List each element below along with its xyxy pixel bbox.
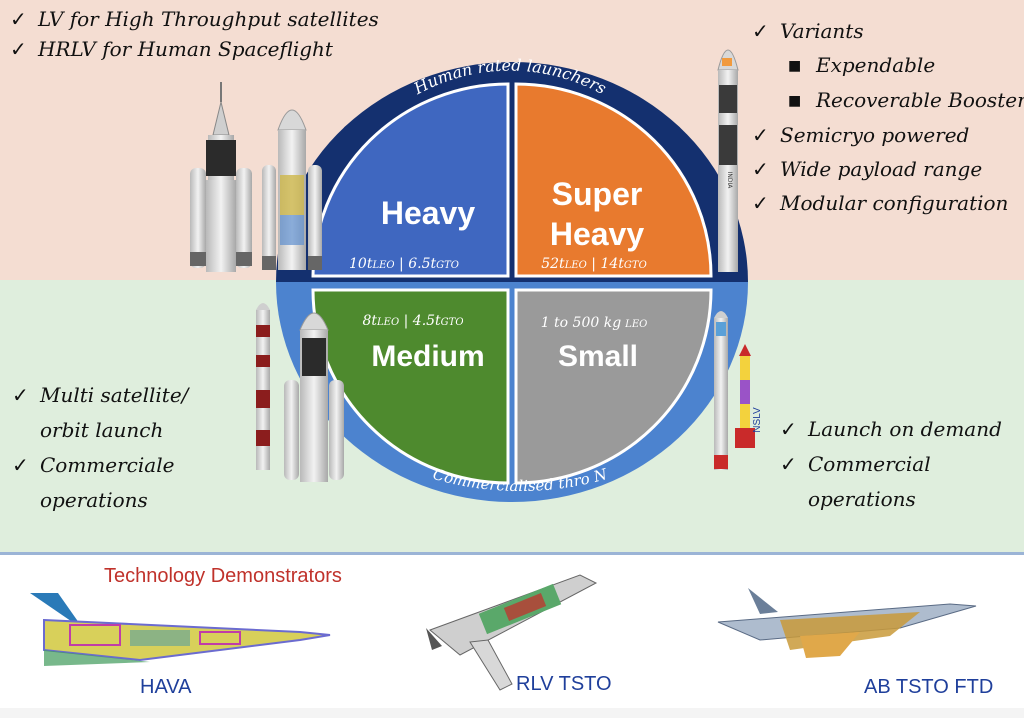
super-heavy-launcher-illustration: INDIA xyxy=(717,49,739,272)
check-icon: ✓ xyxy=(780,452,797,476)
list-item: ✓Modular configuration xyxy=(752,186,1024,220)
list-item: ✓Variants xyxy=(752,14,1024,48)
super-heavy-label-line1: Super xyxy=(552,176,643,212)
hava-vehicle-illustration xyxy=(30,593,331,666)
rlv-tsto-label: RLV TSTO xyxy=(516,673,612,695)
check-icon: ✓ xyxy=(10,37,27,61)
small-launcher-illustration-1 xyxy=(714,311,728,470)
quadrant-small xyxy=(514,288,713,485)
nslv-launcher-illustration: NSLV xyxy=(735,344,763,448)
ab-tsto-ftd-vehicle-illustration xyxy=(717,588,977,658)
top-left-points: ✓LV for High Throughput satellites ✓HRLV… xyxy=(10,4,379,64)
list-item: ✓Semicryo powered xyxy=(752,118,1024,152)
list-item: ✓Wide payload range xyxy=(752,152,1024,186)
list-item: operations xyxy=(808,487,916,511)
top-right-points: ✓Variants ■Expendable ■Recoverable Boost… xyxy=(752,14,1024,220)
super-heavy-label-line2: Heavy xyxy=(550,216,645,252)
list-item: orbit launch xyxy=(40,418,164,442)
square-bullet-icon: ■ xyxy=(788,58,802,74)
list-item: operations xyxy=(40,488,148,512)
medium-capacity: 8tLEO | 4.5tGTO xyxy=(362,313,463,329)
heavy-launcher-crew-illustration xyxy=(190,82,252,272)
check-icon: ✓ xyxy=(752,19,769,43)
check-icon: ✓ xyxy=(752,157,769,181)
india-label: INDIA xyxy=(726,172,733,190)
ab-tsto-ftd-label: AB TSTO FTD xyxy=(864,676,994,698)
check-icon: ✓ xyxy=(752,123,769,147)
bottom-strip xyxy=(0,708,1024,718)
list-item: ✓Commerciale xyxy=(12,448,188,483)
list-item: ✓Multi satellite/ xyxy=(12,378,188,413)
technology-demonstrators-title: Technology Demonstrators xyxy=(104,565,342,587)
check-icon: ✓ xyxy=(780,417,797,441)
list-item: ■Recoverable Booster xyxy=(752,83,1024,118)
medium-label: Medium xyxy=(371,340,484,373)
check-icon: ✓ xyxy=(12,383,29,407)
mid-right-points: ✓Launch on demand ✓Commercial operations xyxy=(780,412,1002,517)
check-icon: ✓ xyxy=(12,453,29,477)
super-heavy-capacity: 52tLEO | 14tGTO xyxy=(541,256,647,272)
medium-launcher-illustration-2 xyxy=(284,312,344,482)
rlv-tsto-vehicle-illustration xyxy=(426,574,598,691)
medium-launcher-illustration-1 xyxy=(256,303,270,470)
hava-label: HAVA xyxy=(140,676,192,698)
list-item: ✓Commercial xyxy=(780,447,1002,482)
heavy-launcher-illustration xyxy=(262,109,322,270)
list-item: ✓HRLV for Human Spaceflight xyxy=(10,34,379,64)
square-bullet-icon: ■ xyxy=(788,93,802,109)
check-icon: ✓ xyxy=(10,7,27,31)
list-item: ✓LV for High Throughput satellites xyxy=(10,4,379,34)
quadrant-heavy xyxy=(311,82,510,278)
list-item: ■Expendable xyxy=(752,48,1024,83)
mid-left-points: ✓Multi satellite/ orbit launch ✓Commerci… xyxy=(12,378,188,518)
heavy-label: Heavy xyxy=(381,195,476,231)
check-icon: ✓ xyxy=(752,191,769,215)
list-item: ✓Launch on demand xyxy=(780,412,1002,447)
nslv-label: NSLV xyxy=(752,407,763,433)
small-label: Small xyxy=(558,340,638,373)
heavy-capacity: 10tLEO | 6.5tGTO xyxy=(349,256,459,272)
quadrant-super-heavy xyxy=(514,82,713,278)
